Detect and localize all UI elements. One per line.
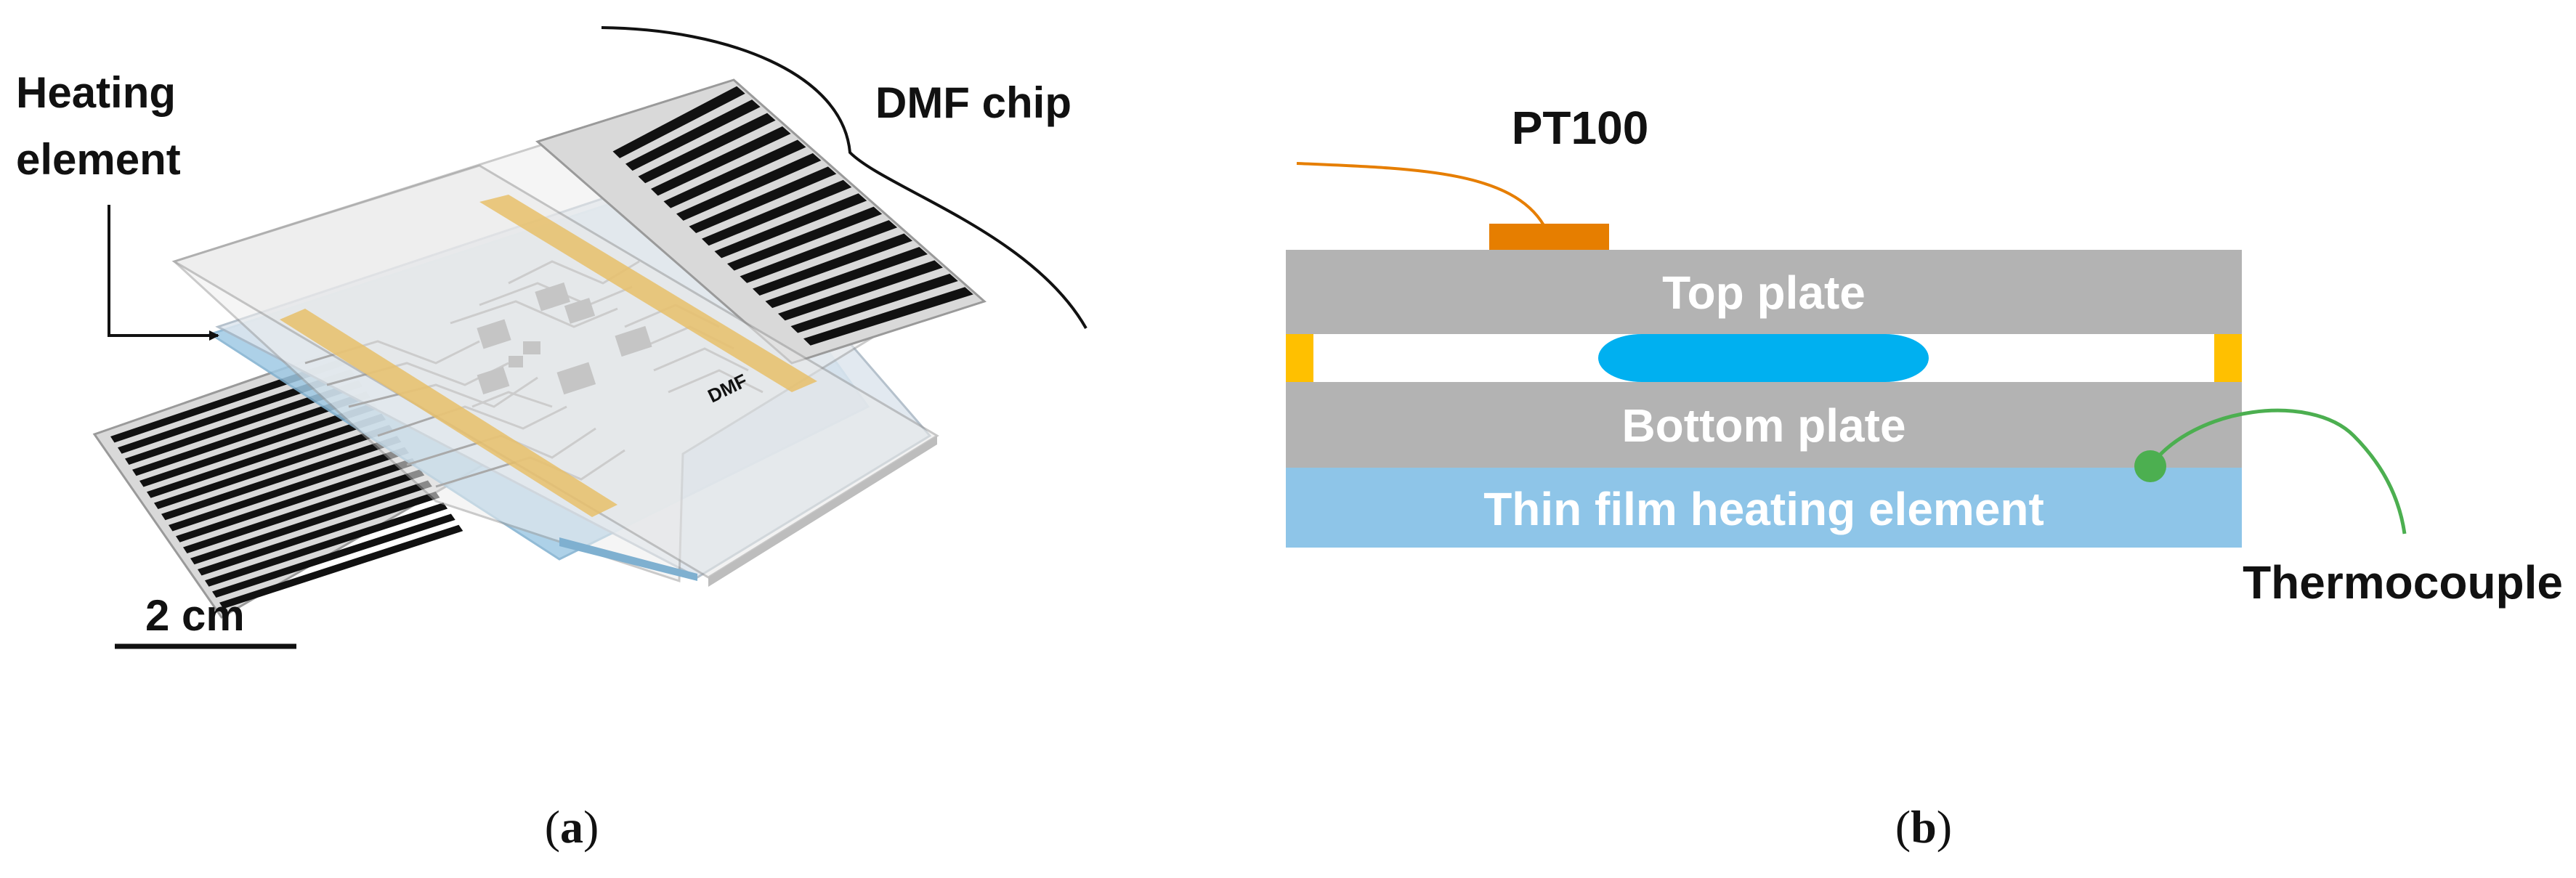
pt100-label: PT100 [1512,102,1649,154]
heating-element-label-line1: Heating [16,68,176,117]
pt100-sensor [1489,224,1609,250]
bottom-pad-stripe [118,369,355,454]
top-pad-stripe [753,233,913,296]
top-pad-stripe [778,260,943,321]
dmf-chip-label: DMF chip [875,78,1072,127]
top-pad-stripe [765,246,928,309]
top-pad-stripe [651,126,791,196]
heating-element-arrow [108,205,219,341]
bottom-pad-stripe [147,413,386,498]
thin-film-heater-label: Thin film heating element [1483,483,2044,535]
caption-b-close: ) [1937,801,1952,853]
thermocouple-wire [2148,408,2407,534]
bottom-pad-stripe [161,436,402,521]
top-pad-stripe [702,179,852,246]
bottom-pad-stripe [198,491,440,576]
thermocouple-tip [2134,450,2166,482]
bottom-pad-stripe [154,424,394,509]
top-pad-stripe [740,220,898,283]
bottom-pad-stripe [205,503,448,587]
top-pad-stripe [612,86,745,158]
top-pad-stripes [612,86,973,346]
bottom-pad-stripes [110,358,463,609]
panel-a: DMF Heating element DMF chip 2 cm (a) [16,26,1087,853]
top-pad-stripe [727,206,883,271]
bottom-pad-stripe [212,513,455,598]
top-pad-stripe [790,273,958,333]
bottom-pad-stripe [190,480,432,565]
spacer-left [1286,334,1313,382]
top-pad-stripe [676,153,822,221]
droplet [1598,334,1929,382]
top-pad-stripe [803,287,973,346]
caption-b-open: ( [1895,801,1911,853]
caption-b-letter: b [1911,801,1937,853]
heating-element-label-line2: element [16,135,181,184]
bottom-plate [1286,382,2242,468]
thin-film-heater [1286,468,2242,548]
caption-b: (b) [1895,801,1952,853]
dmf-chip-brace [601,26,1087,329]
spacer-right [2214,334,2242,382]
bottom-pad-stripe [183,469,425,553]
top-pad-stripe [638,113,776,184]
tape-strip-right [479,195,817,392]
bottom-pad-stripe [219,524,463,609]
bottom-plate-label: Bottom plate [1621,399,1905,452]
top-plate [1286,250,2242,334]
caption-a-open: ( [545,801,560,853]
bottom-pad-stripe [132,391,370,476]
top-pad-stripe [625,99,761,171]
bottom-pad-stripe [139,402,378,487]
caption-a-letter: a [560,801,583,853]
blue-spacer-edge [559,537,697,581]
scale-bar-label: 2 cm [145,591,245,640]
top-contact-pads [535,78,987,365]
caption-a-close: ) [583,801,599,853]
top-plate-label: Top plate [1662,267,1866,319]
pt100-wire [1296,162,1545,227]
tape-strip-left [280,309,617,517]
bottom-pad-stripe [169,447,409,532]
thermocouple-label: Thermocouple [2243,556,2563,609]
top-pad-stripe [689,166,837,234]
top-pad-stripe [714,193,867,259]
panel-b: PT100 Top plate Bottom plate Thin film h… [1286,102,2563,853]
cover-plate-edge [708,436,937,587]
bottom-pad-stripe [125,380,363,465]
caption-a: (a) [545,801,599,853]
top-pad-stripe [663,139,806,208]
bottom-pad-stripe [176,458,417,542]
